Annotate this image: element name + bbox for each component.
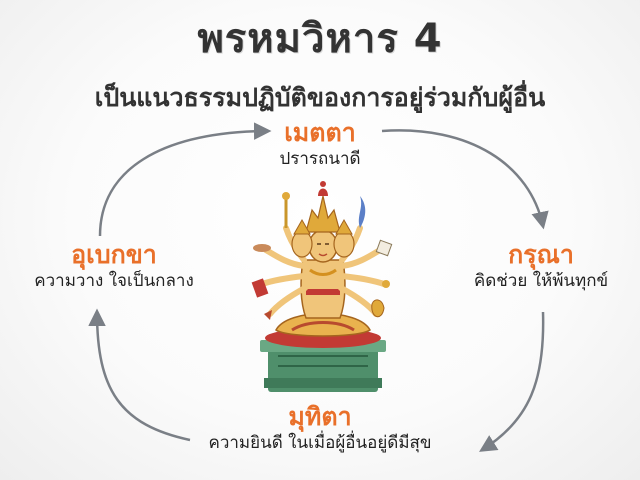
virtue-metta-name: เมตตา	[284, 118, 356, 147]
page-subtitle: เป็นแนวธรรมปฏิบัติของการอยู่ร่วมกับผู้อื…	[94, 83, 546, 112]
page-title: พรหมวิหาร 4	[197, 16, 443, 62]
virtue-upekkha-name: อุเบกขา	[71, 240, 157, 269]
virtue-upekkha: อุเบกขา ความวาง ใจเป็นกลาง	[4, 240, 224, 294]
virtue-metta-desc: ปรารถนาดี	[279, 149, 361, 169]
four-faced-brahma-illustration	[251, 181, 393, 392]
virtue-karuna: กรุณา คิดช่วย ให้พ้นทุกข์	[446, 240, 636, 294]
arrow-metta-to-karuna	[381, 129, 549, 230]
virtue-karuna-name: กรุณา	[508, 240, 574, 269]
virtue-metta: เมตตา ปรารถนาดี	[220, 118, 420, 172]
virtue-karuna-desc: คิดช่วย ให้พ้นทุกข์	[473, 271, 609, 291]
arrow-upekkha-to-metta	[98, 122, 272, 237]
virtue-upekkha-desc: ความวาง ใจเป็นกลาง	[34, 271, 194, 291]
virtue-mudita-name: มุทิตา	[288, 402, 352, 431]
virtue-mudita-desc: ความยินดี ในเมื่อผู้อื่นอยู่ดีมีสุข	[208, 433, 432, 453]
virtue-mudita: มุทิตา ความยินดี ในเมื่อผู้อื่นอยู่ดีมีส…	[150, 402, 490, 456]
arrow-mudita-to-upekkha	[88, 308, 191, 442]
arrow-karuna-to-mudita	[479, 311, 545, 452]
